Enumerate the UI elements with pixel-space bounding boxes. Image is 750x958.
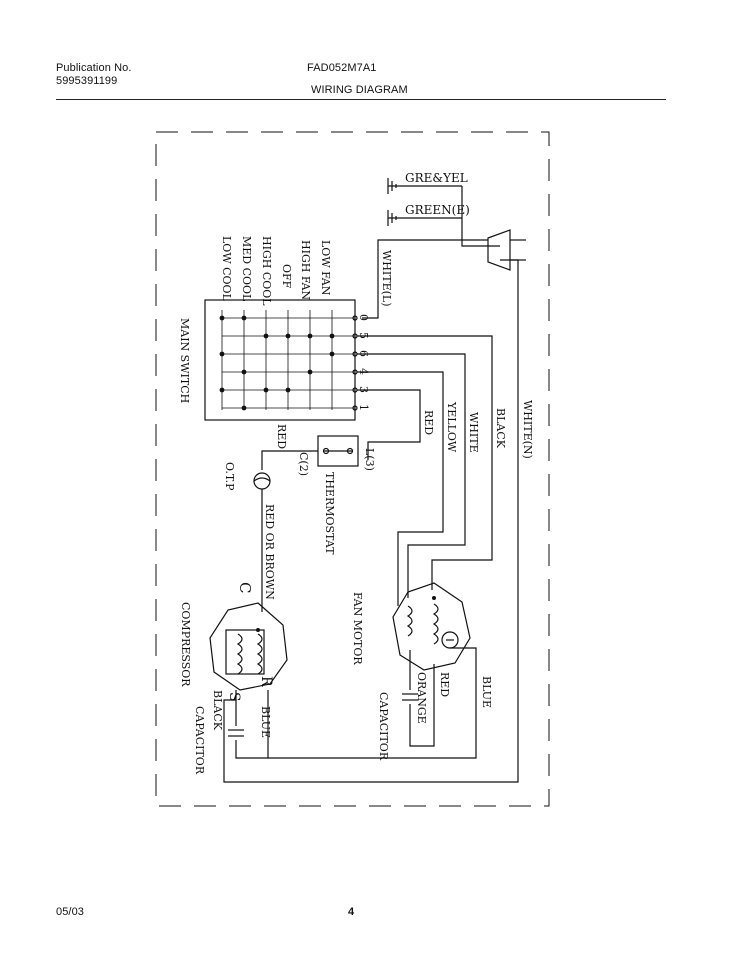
switch-position-med-cool: MED COOL: [240, 236, 253, 302]
thermostat: [317, 435, 359, 467]
compressor: [209, 602, 288, 691]
thermostat-terminal-l: L(3): [363, 448, 376, 471]
wire-label-red-fan: RED: [438, 672, 451, 697]
main-switch-label: MAIN SWITCH: [178, 318, 191, 403]
thermostat-label: THERMOSTAT: [323, 472, 336, 555]
page-number: 4: [348, 906, 355, 918]
thermostat-terminal-c: C(2): [297, 452, 310, 476]
switch-terminal-0: 0: [357, 314, 370, 321]
switch-position-low-cool: LOW COOL: [220, 236, 233, 302]
fan-capacitor-label: CAPACITOR: [377, 692, 390, 761]
model-number: FAD052M7A1: [307, 62, 377, 74]
wire-label-yellow: YELLOW: [445, 401, 458, 453]
ground-symbol-bottom: [387, 210, 462, 226]
wire-label-blue-fan: BLUE: [480, 676, 493, 708]
otp-label: O.T.P: [223, 462, 236, 491]
switch-position-off: OFF: [280, 264, 293, 289]
wire-label-white: WHITE: [467, 412, 480, 453]
fan-motor-label: FAN MOTOR: [351, 592, 364, 665]
wire-label-black: BLACK: [494, 408, 507, 449]
publication-label: Publication No.: [56, 62, 132, 74]
fan-motor: [392, 582, 471, 671]
compressor-terminal-r: R: [258, 676, 274, 687]
ground-label-greyel: GRE&YEL: [405, 171, 468, 185]
wire-label-white-l: WHITE(L): [380, 250, 393, 307]
publication-number: 5995391199: [56, 75, 118, 87]
diagram-border: [155, 131, 550, 807]
header-divider: [56, 99, 666, 100]
page-title: WIRING DIAGRAM: [311, 84, 408, 96]
wire-label-red-switch: RED: [422, 410, 435, 435]
compressor-terminal-c: C: [236, 582, 254, 593]
wire-label-white-n: WHITE(N): [521, 400, 534, 459]
footer-date: 05/03: [56, 906, 85, 918]
switch-position-low-fan: LOW FAN: [319, 240, 332, 296]
wire-label-blue-comp: BLUE: [259, 706, 272, 738]
wire-label-red-thermo: RED: [275, 424, 288, 449]
wire-label-red-or-brown: RED OR BROWN: [263, 504, 276, 600]
power-plug: [487, 229, 526, 271]
switch-terminal-1: 1: [357, 404, 370, 411]
otp-protector: [253, 472, 271, 490]
wire-label-black-comp: BLACK: [211, 690, 224, 731]
switch-position-high-cool: HIGH COOL: [260, 236, 273, 306]
switch-position-high-fan: HIGH FAN: [299, 240, 312, 300]
main-switch-grid: [204, 299, 358, 421]
compressor-capacitor-label: CAPACITOR: [193, 706, 206, 775]
compressor-terminal-s: S: [226, 692, 242, 702]
wire-label-orange: ORANGE: [415, 672, 428, 724]
compressor-label: COMPRESSOR: [179, 602, 192, 687]
ground-label-green: GREEN(E): [405, 203, 470, 217]
ground-symbol-top: [387, 178, 462, 194]
